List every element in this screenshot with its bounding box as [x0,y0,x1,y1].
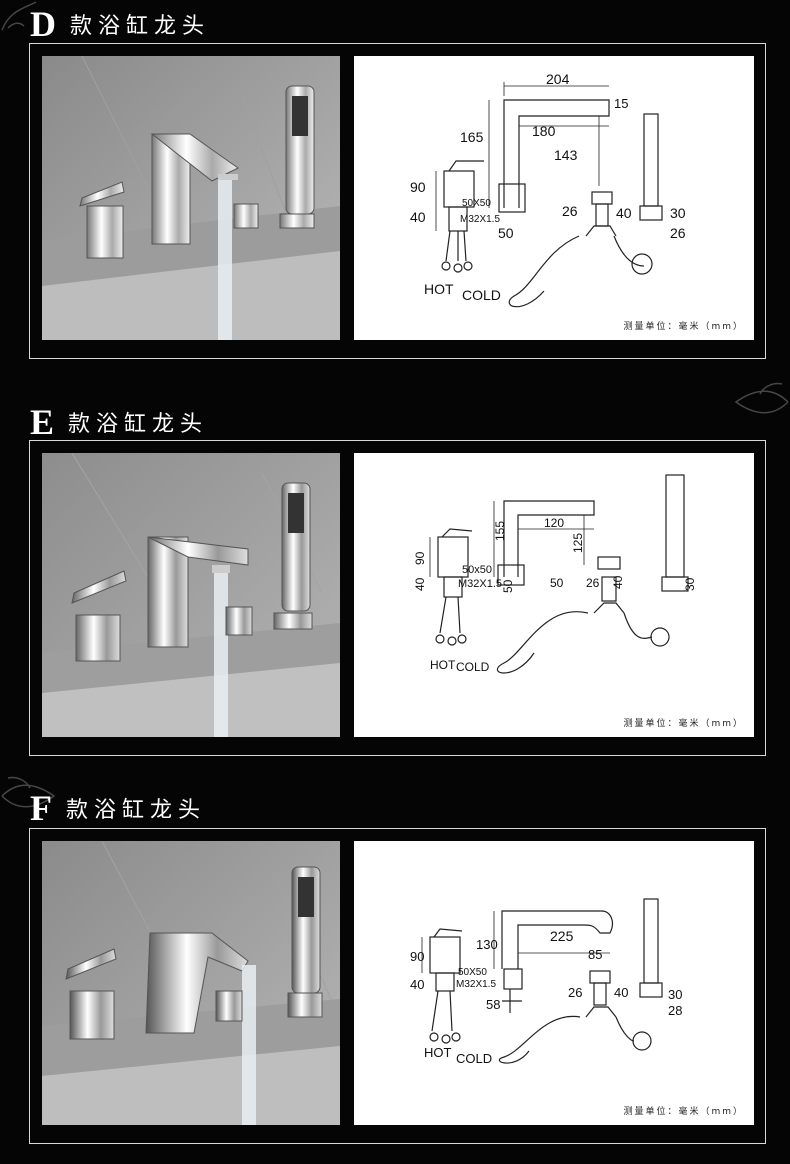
floral-ornament-left [1,776,56,808]
dim-label: 90 [413,551,427,565]
dim-label: 40 [616,205,632,221]
section-heading: 款浴缸龙头 [66,798,207,823]
dim-label: 50 [501,579,515,593]
section-title: F 款浴缸龙头 [30,790,206,826]
cold-label: COLD [456,1051,492,1066]
product-photo [42,453,340,737]
product-photo [42,56,340,340]
dim-label: 155 [493,521,507,541]
model-letter: D [30,4,56,44]
product-frame: 120 155 125 90 50x50 M32X1.5 40 50 50 26… [29,440,766,756]
dim-label: M32X1.5 [460,214,500,225]
dim-label: 40 [413,577,427,591]
cold-label: COLD [462,287,501,303]
dim-label: 50 [498,225,514,241]
dim-label: 26 [568,985,582,1000]
dim-label: 90 [410,949,424,964]
dim-label: 90 [410,179,426,195]
dim-label: 125 [571,533,585,553]
dim-label: 15 [614,96,628,111]
dim-label: M32X1.5 [456,979,496,990]
hot-label: HOT [430,658,456,672]
dim-label: 85 [588,947,602,962]
section-heading: 款浴缸龙头 [70,14,211,39]
model-letter: F [30,788,52,828]
product-frame: 130 225 85 90 40 50X50 M32X1.5 58 26 40 … [29,828,766,1144]
unit-note: 测量单位：毫米（mm） [623,1107,744,1117]
dim-label: 30 [670,205,686,221]
floral-ornament-top-left [1,1,37,31]
dim-label: 165 [460,129,484,145]
dim-label: 120 [544,516,564,530]
hot-label: HOT [424,1045,452,1060]
floral-ornament-right [734,382,789,414]
dim-label: 50X50 [458,967,487,978]
dimension-diagram: 130 225 85 90 40 50X50 M32X1.5 58 26 40 … [354,841,754,1125]
dim-label: 50 [550,576,564,590]
dim-label: 40 [611,575,625,589]
dimension-diagram: 120 155 125 90 50x50 M32X1.5 40 50 50 26… [354,453,754,737]
dim-label: 28 [668,1003,682,1018]
section-heading: 款浴缸龙头 [68,412,209,437]
dim-label: 26 [562,203,578,219]
unit-note: 测量单位：毫米（mm） [623,719,744,729]
cold-label: COLD [456,660,490,674]
dim-label: 204 [546,71,570,87]
model-letter: E [30,402,55,442]
product-frame: 204 15 165 180 143 90 40 50X50 M32X1.5 5… [29,43,766,359]
unit-note: 测量单位：毫米（mm） [623,322,744,332]
dim-label: 143 [554,147,578,163]
section-title: D 款浴缸龙头 [30,6,210,42]
dim-label: 50x50 [462,564,492,576]
dim-label: 50X50 [462,198,491,209]
product-photo [42,841,340,1125]
dim-label: 130 [476,937,498,952]
section-title: E 款浴缸龙头 [30,404,208,440]
dim-label: M32X1.5 [458,578,502,590]
dim-label: 225 [550,928,574,944]
dim-label: 30 [668,987,682,1002]
dim-label: 58 [486,997,500,1012]
dim-label: 40 [410,209,426,225]
dim-label: 180 [532,123,556,139]
dim-label: 26 [586,576,600,590]
hot-label: HOT [424,281,454,297]
dim-label: 40 [410,977,424,992]
dimension-diagram: 204 15 165 180 143 90 40 50X50 M32X1.5 5… [354,56,754,340]
dim-label: 40 [614,985,628,1000]
dim-label: 26 [670,225,686,241]
dim-label: 30 [683,577,697,591]
